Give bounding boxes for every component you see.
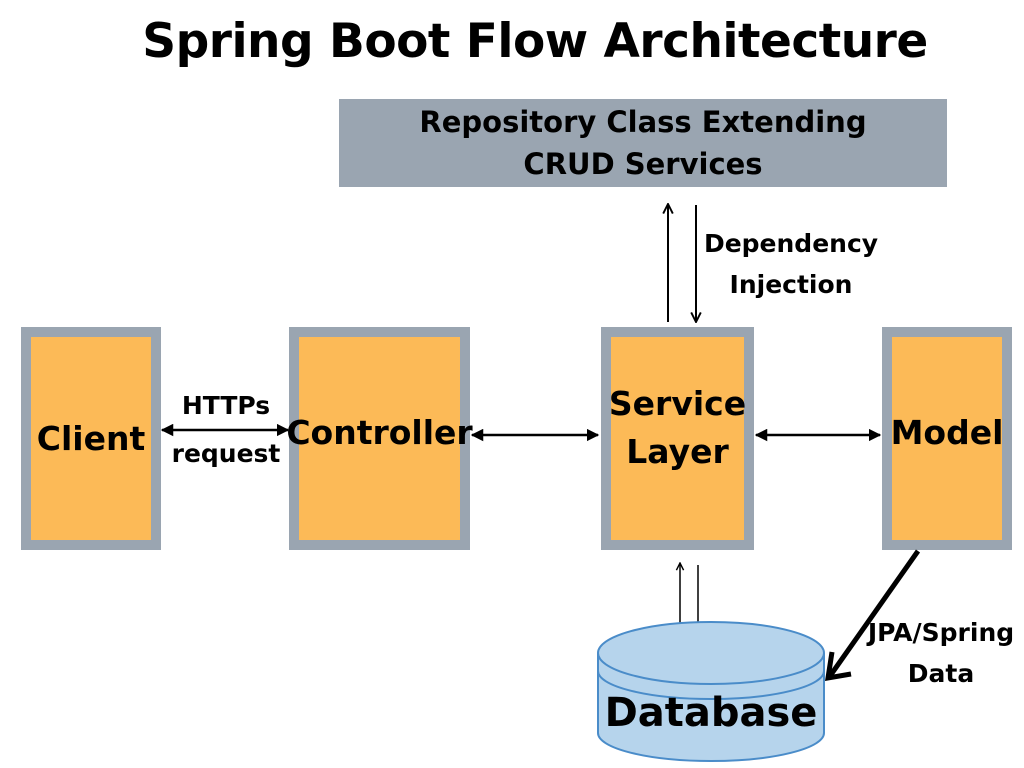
service-layer-label: Service Layer xyxy=(609,380,746,476)
repository-label-line2: CRUD Services xyxy=(523,147,763,181)
https-label-line2: request xyxy=(171,439,281,468)
https-label: HTTPs request xyxy=(162,385,290,474)
client-label: Client xyxy=(36,418,146,458)
client-box: Client xyxy=(21,327,161,550)
service-label-line2: Layer xyxy=(626,431,729,471)
database-label: Database xyxy=(604,690,818,736)
model-label: Model xyxy=(890,412,1004,452)
di-label-line2: Injection xyxy=(729,270,853,299)
repository-box: Repository Class Extending CRUD Services xyxy=(339,99,947,187)
database-cylinder-icon xyxy=(597,621,825,762)
jpa-spring-data-label: JPA/Spring Data xyxy=(862,612,1020,694)
dependency-injection-label: Dependency Injection xyxy=(698,223,884,305)
di-label-line1: Dependency xyxy=(703,229,879,258)
model-box: Model xyxy=(882,327,1012,550)
jpa-label-line1: JPA/Spring xyxy=(867,618,1015,647)
jpa-arrow xyxy=(824,549,921,682)
service-layer-box: Service Layer xyxy=(601,327,754,550)
service-label-line1: Service xyxy=(608,383,747,423)
https-label-line1: HTTPs xyxy=(181,391,271,420)
diagram-title: Spring Boot Flow Architecture xyxy=(142,14,928,69)
repository-label-line1: Repository Class Extending xyxy=(419,105,867,139)
controller-box: Controller xyxy=(286,327,473,550)
controller-label: Controller xyxy=(286,412,473,452)
jpa-label-line2: Data xyxy=(907,659,975,688)
